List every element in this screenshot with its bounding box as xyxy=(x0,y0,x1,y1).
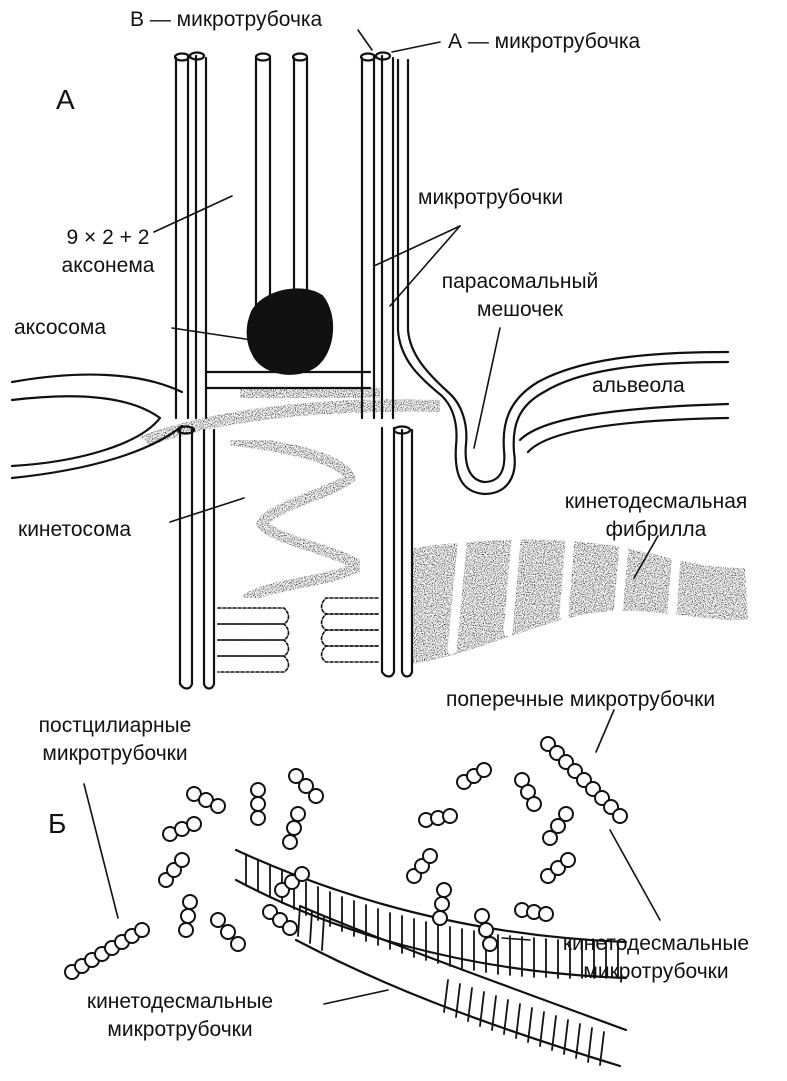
triplet-b4-subunit xyxy=(559,807,573,821)
kinetodesmal-fibril xyxy=(412,540,748,664)
triplet-a6-subunit xyxy=(175,853,189,867)
triplet-a5-subunit xyxy=(283,835,297,849)
transverse-row-subunit xyxy=(613,809,627,823)
triplet-b1-subunit xyxy=(477,763,491,777)
triplet-a9-subunit xyxy=(231,937,245,951)
triplet-a5-subunit xyxy=(287,821,301,835)
pellicle-membrane-left xyxy=(12,375,182,478)
panel-label-a: А xyxy=(56,84,75,116)
label-alveola: альвеола xyxy=(592,374,685,398)
triplet-b7-subunit xyxy=(433,911,447,925)
label-axosome: аксосома xyxy=(14,316,106,340)
triplet-b9-subunit xyxy=(475,909,489,923)
label-kinetodesmal-fibril-2: фибрилла xyxy=(536,518,776,542)
label-b-microtubule: В — микротрубочка xyxy=(130,8,322,32)
label-a-microtubule: А — микротрубочка xyxy=(448,30,640,54)
triplet-a4-subunit xyxy=(187,817,201,831)
triplet-a5-subunit xyxy=(291,807,305,821)
triplet-a9-subunit xyxy=(211,913,225,927)
label-postciliary-1: постцилиарные xyxy=(10,714,220,738)
root-fibrils-left xyxy=(218,608,289,672)
label-kinetosome: кинетосома xyxy=(18,518,131,542)
kinetosome-right xyxy=(382,428,412,677)
triplet-a9-subunit xyxy=(221,925,235,939)
label-parasomal-1: парасомальный xyxy=(420,270,620,294)
label-kinetodesmal-left-2: микротрубочки xyxy=(30,1018,330,1042)
triplet-b9-subunit xyxy=(483,937,497,951)
triplet-a7-subunit xyxy=(295,867,309,881)
label-axoneme: аксонема xyxy=(48,254,168,278)
triplet-b6-subunit xyxy=(561,853,575,867)
label-kinetodesmal-right-2: микротрубочки xyxy=(536,960,776,984)
triplet-b8-subunit xyxy=(539,907,553,921)
label-transverse-microtubules: поперечные микротрубочки xyxy=(446,688,715,712)
triplet-b5-subunit xyxy=(423,849,437,863)
triplet-a2-subunit xyxy=(251,797,265,811)
kinetodesmal-band-2-rungs xyxy=(298,906,604,1065)
label-parasomal-2: мешочек xyxy=(420,298,620,322)
triplet-b7-subunit xyxy=(435,897,449,911)
label-kinetodesmal-right-1: кинетодесмальные xyxy=(536,932,776,956)
label-microtubules: микротрубочки xyxy=(418,186,563,210)
right-doublet-microtubule xyxy=(361,53,410,434)
label-kinetodesmal-fibril-1: кинетодесмальная xyxy=(536,490,776,514)
panel-label-b: Б xyxy=(48,808,66,840)
triplet-a2-subunit xyxy=(251,783,265,797)
label-postciliary-2: микротрубочки xyxy=(10,742,220,766)
root-fibrils-right xyxy=(322,598,379,662)
triplet-a8-subunit xyxy=(181,909,195,923)
kinetosome-zigzag xyxy=(230,440,360,598)
left-doublet-microtubule xyxy=(175,53,206,434)
triplet-b2-subunit xyxy=(527,797,541,811)
triplet-a8-subunit xyxy=(183,895,197,909)
triplet-b3-subunit xyxy=(443,809,457,823)
central-microtubule-2 xyxy=(293,54,307,301)
triplet-a10-subunit xyxy=(283,921,297,935)
postciliary-row-subunit xyxy=(135,923,149,937)
label-axoneme-formula: 9 × 2 + 2 xyxy=(48,226,168,250)
label-kinetodesmal-left-1: кинетодесмальные xyxy=(30,990,330,1014)
triplet-a8-subunit xyxy=(179,923,193,937)
triplet-a3-subunit xyxy=(309,789,323,803)
axosome-blob xyxy=(248,289,332,373)
central-microtubule-1 xyxy=(256,54,270,329)
triplet-b7-subunit xyxy=(437,883,451,897)
triplet-b9-subunit xyxy=(479,923,493,937)
triplet-a1-subunit xyxy=(211,799,225,813)
kinetodesmal-band-2 xyxy=(296,906,626,1066)
kinetosome-left xyxy=(180,428,214,689)
triplet-a2-subunit xyxy=(251,811,265,825)
